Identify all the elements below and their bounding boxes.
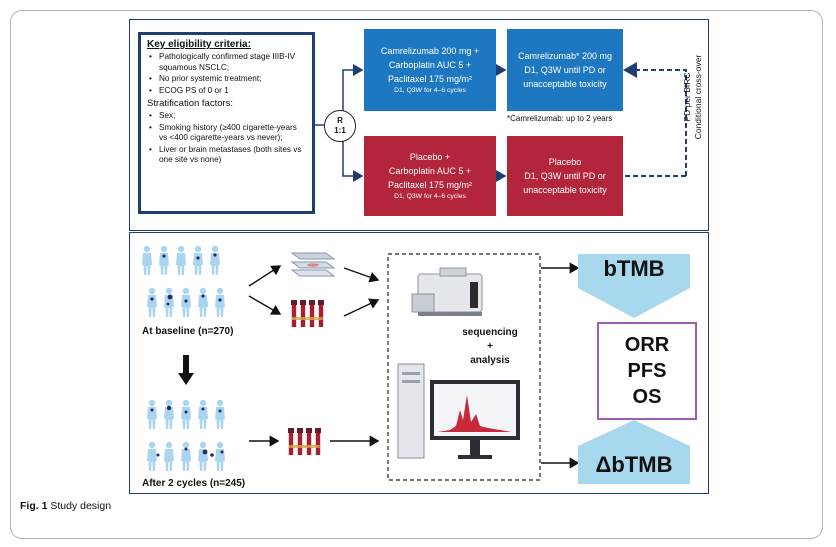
baseline-label: At baseline (n=270) <box>142 326 234 337</box>
followup-patient-icons <box>147 399 225 471</box>
outcome-os: OS <box>632 386 662 408</box>
sequencing-label: sequencing + analysis <box>440 326 540 368</box>
camrelizumab-footnote: *Camrelizumab: up to 2 years <box>507 114 613 123</box>
eligibility-criteria-box: Key eligibility criteria: Pathologically… <box>138 32 315 214</box>
randomization-ratio: 1:1 <box>334 126 346 135</box>
crossover-line1: PD per BIRC <box>682 72 692 122</box>
workflow-arrows <box>248 262 580 469</box>
btmb-pentagon-shape <box>578 254 690 318</box>
baseline-patient-icons <box>142 245 225 317</box>
induction-schedule: D1, Q3W for 4–6 cycles <box>394 193 466 200</box>
btmb-label: bTMB <box>603 256 665 281</box>
blood-tubes-icon-followup <box>288 428 321 455</box>
maintenance-line: D1, Q3W until PD or <box>524 65 606 75</box>
criterion-item: Pathologically confirmed stage IIIB-IV s… <box>147 52 306 73</box>
crossover-dashed-arrow <box>623 62 687 177</box>
caption-label: Fig. 1 <box>20 500 48 512</box>
sequencing-plus: + <box>487 341 493 352</box>
eligibility-title: Key eligibility criteria: <box>147 39 251 50</box>
outcomes-box: ORR PFS OS <box>597 322 697 420</box>
stratification-item: Smoking history (≥400 cigarette-years vs… <box>147 123 306 144</box>
randomization-letter: R <box>337 116 343 125</box>
after-cycles-label: After 2 cycles (n=245) <box>142 478 246 489</box>
maintenance-line: D1, Q3W until PD or <box>524 171 606 181</box>
crossover-line2: Conditional cross-over <box>693 54 703 140</box>
stratification-item: Sex; <box>147 111 306 122</box>
sequencer-icon <box>411 267 483 316</box>
analysis-line: analysis <box>470 355 510 366</box>
maintenance-line: Placebo <box>548 157 582 167</box>
sequencing-line: sequencing <box>462 327 518 338</box>
induction-line: Carboplatin AUC 5 + <box>388 60 472 70</box>
placebo-maintenance-box: Placebo D1, Q3W until PD or unacceptable… <box>507 136 623 216</box>
placebo-induction-box: Placebo + Carboplatin AUC 5 + Paclitaxel… <box>364 136 496 216</box>
figure-caption: Fig. 1 Study design <box>20 500 111 512</box>
computer-icon <box>397 363 520 459</box>
delta-btmb-pentagon-shape <box>578 420 690 484</box>
maintenance-line: unacceptable toxicity <box>523 185 607 195</box>
crossover-label: PD per BIRC Conditional cross-over <box>682 22 708 172</box>
maintenance-line: Camrelizumab* 200 mg <box>517 51 613 61</box>
stratification-title: Stratification factors: <box>147 98 234 109</box>
outcome-pfs: PFS <box>627 360 667 382</box>
induction-line: Paclitaxel 175 mg/m² <box>387 180 473 190</box>
camrelizumab-induction-box: Camrelizumab 200 mg + Carboplatin AUC 5 … <box>364 29 496 111</box>
criterion-item: ECOG PS of 0 or 1 <box>147 86 306 97</box>
induction-line: Placebo + <box>409 152 451 162</box>
caption-text: Study design <box>50 500 112 512</box>
induction-line: Paclitaxel 175 mg/m² <box>387 74 473 84</box>
induction-line: Camrelizumab 200 mg + <box>380 46 480 56</box>
delta-btmb-label: ΔbTMB <box>595 452 673 477</box>
induction-line: Carboplatin AUC 5 + <box>388 166 472 176</box>
timepoint-down-arrow <box>178 355 194 385</box>
blood-tubes-icon <box>291 300 324 327</box>
randomization-node: R 1:1 <box>324 110 356 142</box>
criterion-item: No prior systemic treatment; <box>147 74 306 85</box>
induction-schedule: D1, Q3W for 4–6 cycles <box>394 87 466 94</box>
stratification-item: Liver or brain metastases (both sites vs… <box>147 145 306 166</box>
maintenance-line: unacceptable toxicity <box>523 79 607 89</box>
tissue-slides-icon <box>290 252 336 277</box>
camrelizumab-maintenance-box: Camrelizumab* 200 mg D1, Q3W until PD or… <box>507 29 623 111</box>
randomization-arrows <box>315 64 507 182</box>
outcome-orr: ORR <box>624 334 670 356</box>
